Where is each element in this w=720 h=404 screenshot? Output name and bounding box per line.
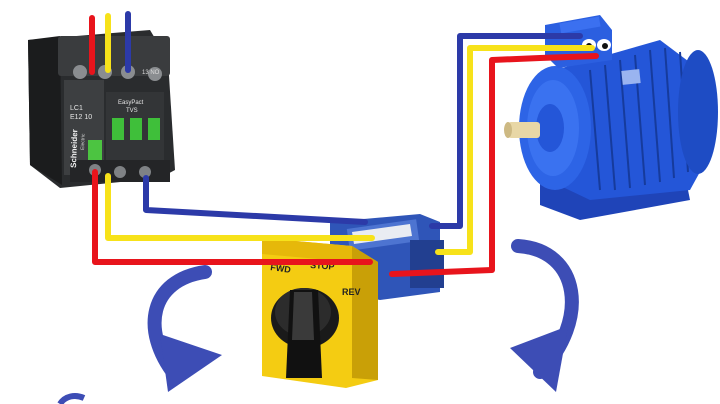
switch-label-rev: REV [342,287,361,297]
wire-motor-blue [429,33,583,229]
contactor-series: EasyPact [118,100,144,106]
wire-motor-red [389,53,599,277]
rotary-switch: FWD STOP REV [262,214,444,388]
contactor-series-sub: TVS [126,108,138,114]
bottom-arrow-fragment [57,393,86,404]
switch-label-fwd: FWD [270,262,292,275]
wire-contactor-red [92,169,373,265]
contactor-model-line1: LC1 [70,105,83,112]
wire-motor-yellow [435,45,595,255]
electric-motor [504,15,718,220]
contactor: LC1 E12 10 EasyPact TVS 13 NO Schneider … [28,30,175,188]
wire-contactor-yellow [105,173,375,241]
contactor-brand-sub: Electric [80,133,87,150]
wires [89,11,599,277]
left-arrowhead-icon [160,334,222,392]
contactor-model-line2: E12 10 [70,114,92,121]
contactor-brand: Schneider [69,129,79,168]
wire-contactor-blue [143,175,368,225]
right-arrowhead-icon [510,326,568,392]
contactor-aux-contact: 13 NO [142,70,160,76]
switch-label-stop: STOP [310,260,335,272]
